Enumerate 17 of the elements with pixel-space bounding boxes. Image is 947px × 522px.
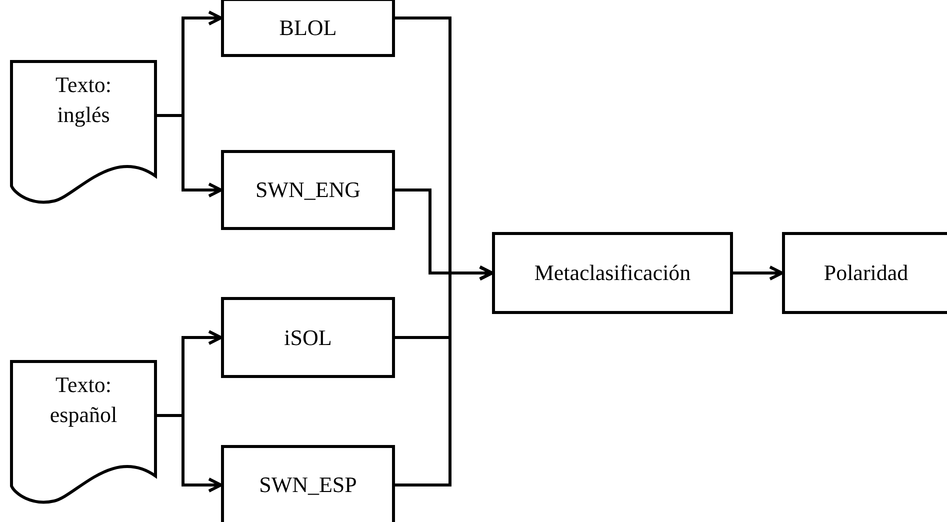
node-label: BLOL: [279, 14, 337, 42]
process-box: [221, 445, 395, 522]
process-box: [221, 0, 395, 57]
process-box: [492, 232, 733, 314]
node-label: iSOL: [284, 324, 332, 352]
connector-arrow: [157, 114, 222, 198]
process-box: [221, 150, 395, 230]
process-box: [782, 232, 947, 314]
node-label: Metaclasificación: [534, 259, 691, 287]
node-label: Polaridad: [824, 259, 908, 287]
node-label: Texto: español: [48, 371, 118, 429]
node-label: SWN_ESP: [259, 471, 357, 499]
connector-arrow: [395, 266, 494, 486]
node-label: SWN_ENG: [255, 176, 361, 204]
process-box: [221, 297, 395, 378]
node-label: Texto: inglés: [54, 71, 112, 129]
connector-arrow: [733, 266, 784, 280]
